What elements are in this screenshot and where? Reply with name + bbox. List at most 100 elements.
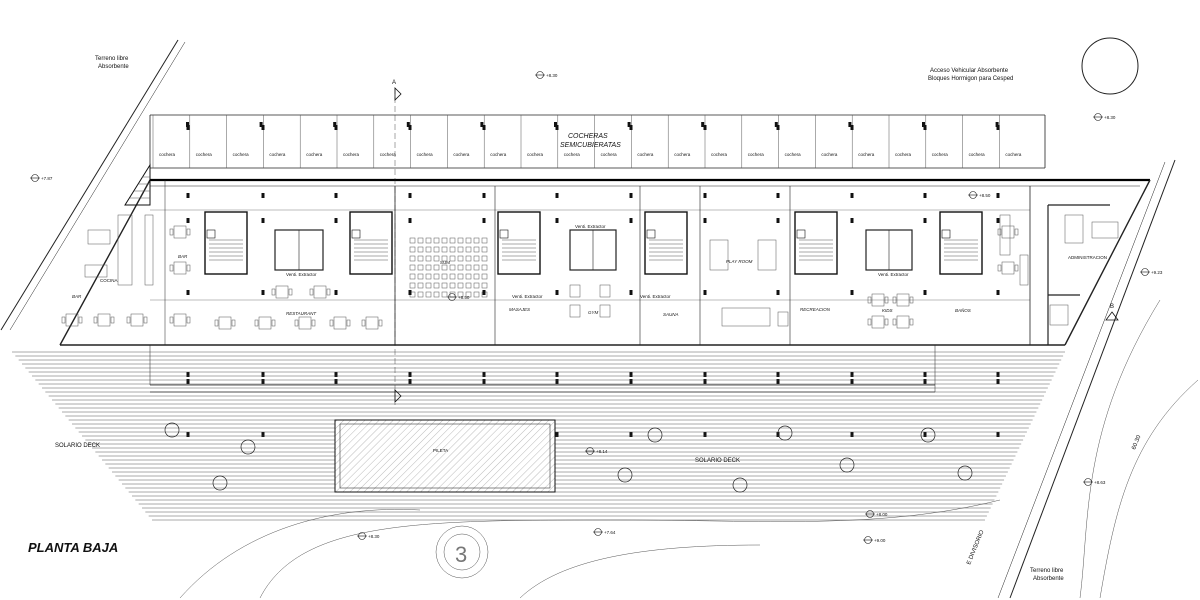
plan-title: PLANTA BAJA — [28, 540, 118, 555]
cochera-label: cochera — [858, 152, 875, 157]
chair — [311, 319, 316, 327]
column — [776, 125, 780, 130]
room-restaurant: RESTAURANT — [286, 311, 317, 316]
column — [703, 372, 707, 377]
furniture — [84, 204, 1119, 345]
access-label-1: Acceso Vehicular Absorbente — [930, 68, 1009, 74]
table — [1001, 225, 1015, 239]
chair — [294, 319, 299, 327]
table — [896, 293, 910, 307]
column — [629, 379, 633, 384]
column — [923, 379, 927, 384]
seat — [417, 264, 424, 271]
column — [996, 125, 1000, 130]
column — [482, 193, 486, 198]
chair — [288, 288, 293, 296]
level-value: +8.30 — [1104, 115, 1116, 120]
seat — [417, 291, 424, 298]
chair — [271, 319, 276, 327]
chair — [186, 228, 191, 236]
table — [298, 316, 312, 330]
table — [130, 313, 144, 327]
seat — [481, 264, 488, 271]
access-label-2: Bloques Hormigon para Cesped — [928, 76, 1013, 82]
seat — [457, 246, 464, 253]
chair — [169, 264, 174, 272]
column — [703, 379, 707, 384]
column — [776, 379, 780, 384]
table — [365, 316, 379, 330]
cochera-label: cochera — [527, 152, 544, 157]
column — [850, 218, 854, 223]
terrain-label-right-2: Absorbente — [1033, 576, 1064, 582]
cochera-label: cochera — [417, 152, 434, 157]
cochera-label: cochera — [932, 152, 949, 157]
column — [996, 432, 1000, 437]
level-value: +8.50 — [458, 295, 470, 300]
terrain-label-right-1: Terreno libre — [1030, 568, 1064, 574]
labels: Terreno libre Absorbente Terreno libre A… — [28, 56, 1143, 582]
chair — [997, 228, 1002, 236]
vent-label-5: Venti. Extractor — [640, 294, 671, 299]
column — [186, 290, 190, 295]
column — [186, 193, 190, 198]
column — [776, 290, 780, 295]
table — [258, 316, 272, 330]
core-box — [644, 211, 688, 275]
core-box — [497, 211, 541, 275]
seat — [473, 237, 480, 244]
seat — [417, 246, 424, 253]
seat — [425, 291, 432, 298]
column — [408, 193, 412, 198]
column — [629, 290, 633, 295]
table — [313, 285, 327, 299]
room-banos: BAÑOS — [955, 307, 971, 313]
cochera-label: cochera — [269, 152, 286, 157]
garden-circle — [435, 525, 489, 579]
column — [186, 122, 189, 127]
column — [923, 218, 927, 223]
column — [776, 372, 780, 377]
seat — [409, 282, 416, 289]
building — [59, 178, 1151, 346]
column — [554, 122, 557, 127]
column — [261, 432, 265, 437]
room-play-room: PLAY ROOM — [726, 259, 753, 264]
level-value: +8.63 — [1094, 480, 1106, 485]
table — [871, 293, 885, 307]
column — [408, 379, 412, 384]
cochera-label: cochera — [453, 152, 470, 157]
table — [871, 315, 885, 329]
seat — [441, 237, 448, 244]
seat — [481, 237, 488, 244]
seat — [465, 255, 472, 262]
column — [923, 372, 927, 377]
seat — [441, 255, 448, 262]
seat — [457, 282, 464, 289]
seat — [441, 246, 448, 253]
garden-number: 3 — [455, 542, 467, 567]
site-boundaries — [0, 39, 1199, 599]
vent-label-2: Venti. Extractor — [575, 224, 606, 229]
column — [629, 125, 633, 130]
room-masajes: MASAJES — [509, 307, 530, 312]
vent-label-4: Venti. Extractor — [878, 272, 909, 277]
column — [848, 122, 852, 127]
table — [173, 313, 187, 327]
north-circle — [1081, 37, 1139, 95]
column — [261, 379, 265, 384]
chair — [1014, 264, 1019, 272]
section-a-marker — [394, 87, 402, 405]
column — [996, 218, 1000, 223]
level-value: +7.64 — [604, 530, 616, 535]
stair — [124, 163, 151, 206]
column — [334, 372, 338, 377]
room-gym: GYM — [588, 310, 599, 315]
column — [703, 290, 707, 295]
level-value: +8.30 — [368, 534, 380, 539]
seat — [473, 255, 480, 262]
room-administracion: ADMINISTRACION — [1068, 255, 1107, 260]
cochera-label: cochera — [343, 152, 360, 157]
seat — [425, 255, 432, 262]
column — [261, 290, 265, 295]
